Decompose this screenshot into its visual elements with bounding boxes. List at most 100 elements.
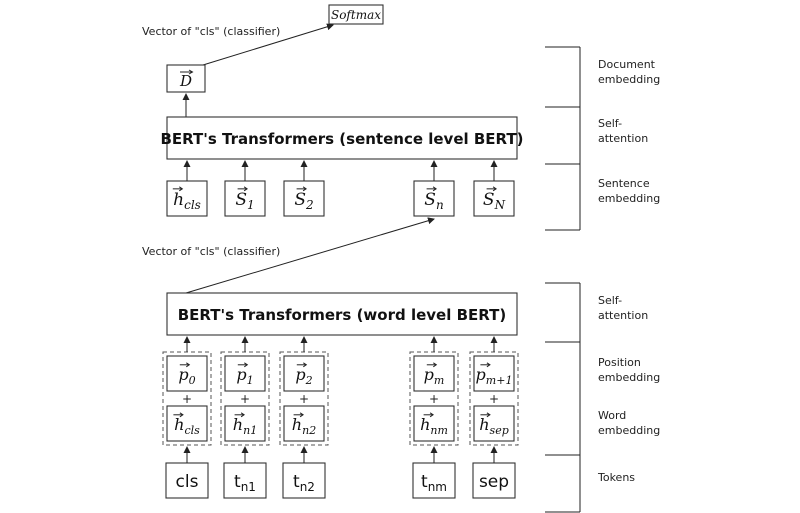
token-label: sep [479, 472, 509, 492]
sentence-input-3: Sn [413, 160, 455, 217]
position-embedding-symbol-base: p [424, 365, 434, 384]
word-embedding-symbol: hcls [173, 412, 200, 437]
token-label: tn2 [293, 472, 315, 494]
sentence-input-symbol-vector-arrowhead [243, 186, 249, 192]
token-label: cls [176, 472, 199, 492]
position-embedding-symbol-text: p1 [236, 365, 253, 387]
legend-line: embedding [598, 73, 660, 86]
word-embedding-symbol-vector-arrowhead [299, 412, 305, 418]
word-embedding-symbol-text: hsep [479, 415, 509, 437]
token-base: sep [479, 472, 509, 492]
legend-line: attention [598, 309, 648, 322]
word-embedding-symbol-sub: n1 [243, 424, 257, 437]
legend-line: Self- [598, 117, 622, 130]
legend-line: embedding [598, 424, 660, 437]
word-embedding-symbol-vector-arrowhead [240, 412, 246, 418]
legend-line: Document [598, 58, 656, 71]
sentence-input-symbol-base: S [483, 190, 495, 210]
sentence-input-symbol-sub: n [436, 198, 444, 212]
document-vector-arrow-head [188, 69, 194, 75]
word-embedding-box [166, 405, 208, 442]
position-embedding-box [224, 355, 266, 392]
position-embedding-symbol: p1 [236, 362, 254, 387]
sentence-input-symbol: Sn [424, 186, 444, 212]
word-embedding-symbol: hsep [479, 412, 509, 437]
sentence-input-symbol-text: Sn [424, 190, 443, 212]
token-box [472, 462, 516, 499]
word-embedding-box [413, 405, 455, 442]
legend-label-6: Tokens [597, 471, 635, 484]
sentence-input-box [473, 180, 515, 217]
legend-label-0: Document embedding [598, 58, 660, 86]
word-columns: p0+hclsclsp1+hn1tn1p2+hn2tn2pm+hnmtnmpm+… [162, 336, 519, 499]
position-embedding-box [283, 355, 325, 392]
word-embedding-symbol-text: hnm [420, 415, 448, 437]
softmax-box [328, 4, 384, 25]
sentence-bert-box [166, 116, 518, 160]
word-embedding-symbol-vector-arrowhead [486, 412, 491, 418]
word-embedding-symbol-sub: n2 [302, 424, 316, 437]
position-embedding-box [473, 355, 515, 392]
word-embedding-symbol-text: hn2 [292, 415, 316, 437]
position-embedding-symbol-sub: m+1 [486, 374, 513, 387]
plus-sign: + [429, 392, 439, 406]
sentence-input-symbol-base: S [235, 190, 247, 210]
sentence-input-symbol-text: hcls [173, 190, 201, 212]
word-embedding-box [283, 405, 325, 442]
word-embedding-symbol-text: hcls [174, 415, 200, 437]
word-embedding-symbol-vector-arrowhead [179, 412, 184, 418]
sentence-input-symbol-vector-arrowhead [432, 186, 438, 192]
position-embedding-box [166, 355, 208, 392]
position-embedding-symbol: pm+1 [476, 362, 513, 387]
plus-sign: + [182, 392, 192, 406]
word-embedding-box [224, 405, 266, 442]
word-embedding-symbol-base: h [174, 415, 184, 434]
word-embedding-symbol: hn2 [292, 412, 316, 437]
plus-sign: + [240, 392, 250, 406]
sentence-bert-title: BERT's Transformers (sentence level BERT… [160, 130, 523, 148]
position-embedding-symbol: p2 [295, 362, 313, 387]
word-vector-label: Vector of "cls" (classifier) [142, 245, 280, 258]
token-base: t [421, 472, 428, 492]
position-embedding-symbol-base: p [476, 365, 486, 384]
word-embedding-symbol-base: h [420, 415, 430, 434]
token-base: cls [176, 472, 199, 492]
legend-line: attention [598, 132, 648, 145]
token-sub: n2 [300, 480, 315, 494]
position-embedding-box [413, 355, 455, 392]
sentence-input-symbol: hcls [172, 186, 201, 212]
sentence-input-1: S1 [224, 160, 266, 217]
word-embedding-symbol-base: h [479, 415, 489, 434]
token-sub: nm [428, 480, 447, 494]
sentence-input-symbol-sub: cls [184, 198, 201, 212]
document-vector-label: D [179, 72, 192, 90]
word-bert-box [166, 292, 518, 336]
position-embedding-symbol-base: p [236, 365, 246, 384]
position-embedding-symbol-text: pm [424, 365, 445, 387]
token-label: tn1 [234, 472, 256, 494]
token-label: tnm [421, 472, 447, 494]
sentence-input-symbol-vector-arrowhead [302, 186, 308, 192]
position-embedding-symbol-vector-arrowhead [486, 362, 491, 368]
position-embedding-symbol-vector-arrowhead [244, 362, 249, 368]
sentence-input-symbol-base: h [173, 190, 184, 210]
word-bert-title: BERT's Transformers (word level BERT) [178, 306, 506, 324]
plus-sign: + [299, 392, 309, 406]
sentence-input-box [283, 180, 325, 217]
word-embedding-symbol-base: h [233, 415, 243, 434]
position-embedding-symbol-sub: m [434, 374, 444, 387]
position-embedding-symbol-sub: 2 [305, 374, 313, 387]
legend-line: Sentence [598, 177, 650, 190]
position-embedding-symbol-sub: 0 [189, 374, 196, 387]
position-embedding-symbol-text: p2 [295, 365, 312, 387]
token-base: t [293, 472, 300, 492]
token-box [412, 462, 456, 499]
sentence-input-symbol-sub: 1 [247, 198, 255, 212]
legend-line: Self- [598, 294, 622, 307]
sentence-input-box [166, 180, 208, 217]
word-embedding-symbol-vector-arrowhead [429, 412, 435, 418]
